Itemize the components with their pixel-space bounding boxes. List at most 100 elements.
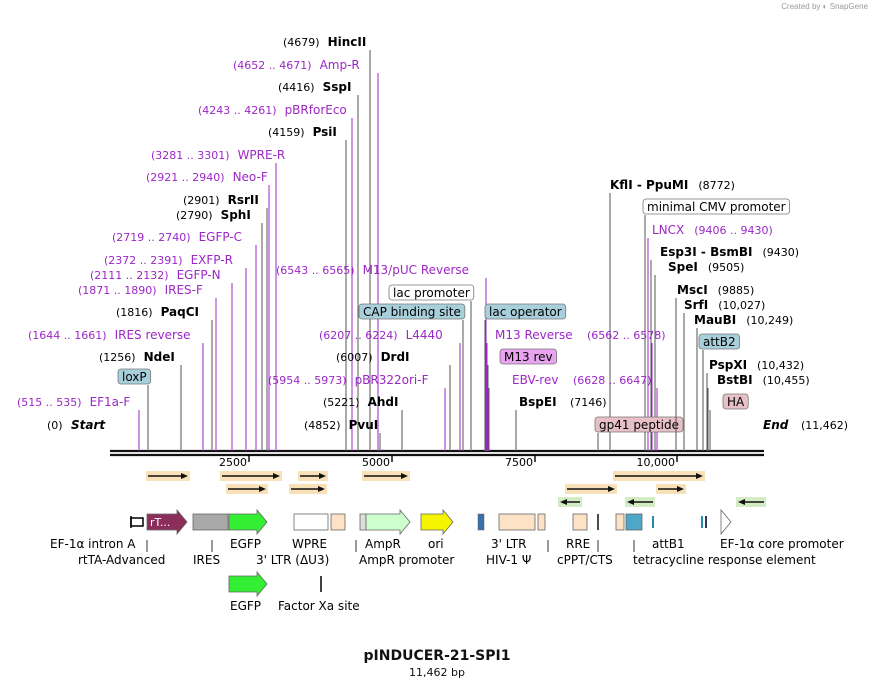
- site-pos-17: (515 .. 535): [17, 396, 82, 409]
- feature-label-row1-6: RRE: [566, 537, 590, 551]
- site-name-17: EF1a-F: [90, 395, 131, 409]
- orf-arrow-1: [146, 471, 190, 481]
- feature-badge-label-20: lac promoter: [393, 286, 470, 300]
- snapgene-logo-icon: ◐: [822, 2, 828, 11]
- site-pos-26: (4852): [304, 419, 341, 432]
- orf-arrow-11-head: [627, 499, 634, 505]
- site-name-5: WPRE-R: [238, 148, 286, 162]
- site-pos-22: (6207 .. 6224): [319, 329, 398, 342]
- feature-badge-21: [358, 303, 466, 320]
- orf-arrow-7: [565, 484, 617, 494]
- site-name-32: KflI - PpuMI: [610, 178, 688, 192]
- site-extra-31: (7146): [570, 396, 607, 409]
- orf-arrow-10-head: [560, 499, 567, 505]
- feature-badge-20: [388, 284, 475, 301]
- site-name-36: SpeI: [668, 260, 698, 274]
- feature-badge-label-16: loxP: [122, 370, 147, 384]
- plasmid-size: 11,462 bp: [409, 666, 465, 679]
- feature-badge-label-39: gp41 peptide: [599, 418, 679, 432]
- feature-badge-43: [698, 333, 741, 350]
- site-name-35: Esp3I - BsmBI: [660, 245, 752, 259]
- site-pos-start: (0): [47, 419, 63, 432]
- feature-rre-box: [572, 513, 588, 531]
- feature-badge-33: [642, 198, 790, 215]
- site-pos-8: (2790): [176, 209, 213, 222]
- site-name-end: End: [763, 418, 789, 432]
- orf-arrow-6: [362, 471, 410, 481]
- feature-badge-46: [722, 393, 749, 410]
- site-pos-44: (10,432): [757, 359, 804, 372]
- feature-tre-box-2: [625, 513, 643, 531]
- site-name-22: L4440: [406, 328, 443, 342]
- feature-tre-box-1: [615, 513, 625, 531]
- site-name-40: MscI: [677, 283, 708, 297]
- feature-label-row1-8: EF-1α core promoter: [720, 537, 844, 551]
- site-pos-6: (2921 .. 2940): [146, 171, 225, 184]
- site-pos-34: (9406 .. 9430): [694, 224, 773, 237]
- site-name-19: M13/pUC Reverse: [363, 263, 470, 277]
- site-name-30: EBV-rev: [512, 373, 558, 387]
- feature-ef1a-intron-mark: [130, 517, 144, 527]
- orf-arrow-6-head: [401, 473, 408, 479]
- site-pos-7: (2901): [183, 194, 220, 207]
- orf-arrow-7-head: [608, 486, 615, 492]
- feature-ori-arrow: [420, 508, 454, 536]
- ruler-label-10,000: 10,000: [637, 456, 676, 469]
- site-pos-36: (9505): [708, 261, 745, 274]
- feature-label-row1-3: AmpR: [365, 537, 401, 551]
- site-name-45: BstBI: [717, 373, 753, 387]
- site-name-26: PvuI: [349, 418, 379, 432]
- feature-badge-label-21: CAP binding site: [363, 305, 461, 319]
- site-pos-45: (10,455): [763, 374, 810, 387]
- site-name-11: EGFP-N: [177, 268, 221, 282]
- site-name-42: MauBI: [694, 313, 736, 327]
- feature-egfp-arrow: [228, 508, 268, 536]
- site-name-12: IRES-F: [165, 283, 203, 297]
- site-name-9: EGFP-C: [199, 230, 242, 244]
- site-name-23: DrdI: [381, 350, 410, 364]
- site-name-start: Start: [71, 418, 106, 432]
- site-pos-12: (1871 .. 1890): [78, 284, 157, 297]
- site-pos-32: (8772): [698, 179, 735, 192]
- site-name-44: PspXI: [709, 358, 747, 372]
- feature-label-row2-6: tetracycline response element: [633, 553, 816, 567]
- feature-label-row1-5: 3' LTR: [491, 537, 526, 551]
- site-pos-9: (2719 .. 2740): [112, 231, 191, 244]
- orf-arrow-2-head: [273, 473, 280, 479]
- site-pos-40: (9885): [718, 284, 755, 297]
- feature-label-row2-4: HIV-1 Ψ: [486, 553, 531, 567]
- feature-label-row1-0: EF-1α intron A: [50, 537, 136, 551]
- snapgene-credit: Created by ◐ SnapGene: [781, 2, 868, 11]
- orf-arrow-8: [613, 471, 705, 481]
- site-pos-41: (10,027): [718, 299, 765, 312]
- site-name-13: PaqCI: [161, 305, 199, 319]
- site-pos-35: (9430): [762, 246, 799, 259]
- site-name-6: Neo-F: [233, 170, 268, 184]
- site-name-25: AhdI: [368, 395, 399, 409]
- feature-badge-27: [484, 303, 567, 320]
- feature-rtta-arrow: [146, 508, 188, 536]
- orf-arrow-5: [289, 484, 327, 494]
- feature-ltr-du3-box: [330, 513, 346, 531]
- feature-ampr-arrow: [365, 508, 411, 536]
- site-pos-end: (11,462): [801, 419, 848, 432]
- site-pos-1: (4652 .. 4671): [233, 59, 312, 72]
- site-pos-19: (6543 .. 6565): [276, 264, 355, 277]
- orf-arrow-9: [656, 484, 686, 494]
- site-name-28: M13 Reverse: [495, 328, 573, 342]
- site-name-41: SrfI: [684, 298, 708, 312]
- site-name-4: PsiI: [313, 125, 337, 139]
- credit-text: Created by: [781, 2, 821, 11]
- orf-arrow-4: [298, 471, 328, 481]
- brand-text: SnapGene: [829, 2, 868, 11]
- feature-label-row2-1: IRES: [193, 553, 220, 567]
- orf-arrow-9-head: [677, 486, 684, 492]
- feature-label-row3-0: EGFP: [230, 599, 261, 613]
- site-name-3: pBRforEco: [285, 103, 347, 117]
- orf-arrow-8-head: [696, 473, 703, 479]
- ruler-label-2500: 2500: [219, 456, 247, 469]
- feature-badge-label-33: minimal CMV promoter: [647, 200, 786, 214]
- feature-badge-16: [117, 368, 152, 385]
- orf-arrow-10: [558, 497, 582, 507]
